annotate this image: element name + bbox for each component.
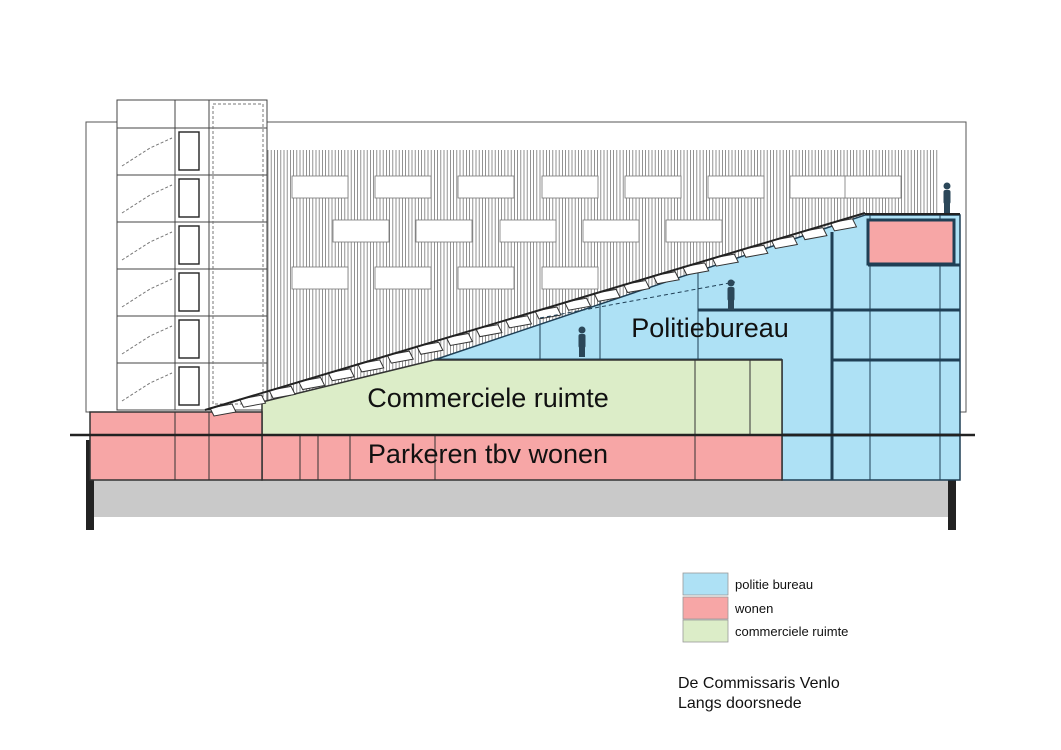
legend-label-police: politie bureau [735,577,813,592]
stepped-roof [209,218,858,417]
label-commerciele-ruimte: Commerciele ruimte [367,383,609,413]
stair-tower [116,99,268,453]
dashed-ramp [539,281,736,319]
legend: politie bureau wonen commerciele ruimte [682,572,848,643]
housing-lower-left [89,411,263,481]
housing-top-right [866,218,956,266]
legend-swatch-commercial [682,619,729,643]
legend-swatch-police [682,572,729,596]
label-parkeren: Parkeren tbv wonen [368,439,608,469]
person-figures [578,182,951,357]
caption: De Commissaris Venlo Langs doorsnede [678,674,840,714]
roof-slope [204,212,866,411]
caption-subtitle: Langs doorsnede [678,695,802,712]
foundation [90,480,952,517]
label-politiebureau: Politiebureau [631,313,789,343]
legend-swatch-housing [682,596,729,620]
legend-label-housing: wonen [734,601,773,616]
foundation-wall-left [86,440,94,530]
foundation-wall-right [948,440,956,530]
caption-title: De Commissaris Venlo [678,675,840,692]
facade-windows [291,175,902,290]
legend-label-commercial: commerciele ruimte [735,624,848,639]
